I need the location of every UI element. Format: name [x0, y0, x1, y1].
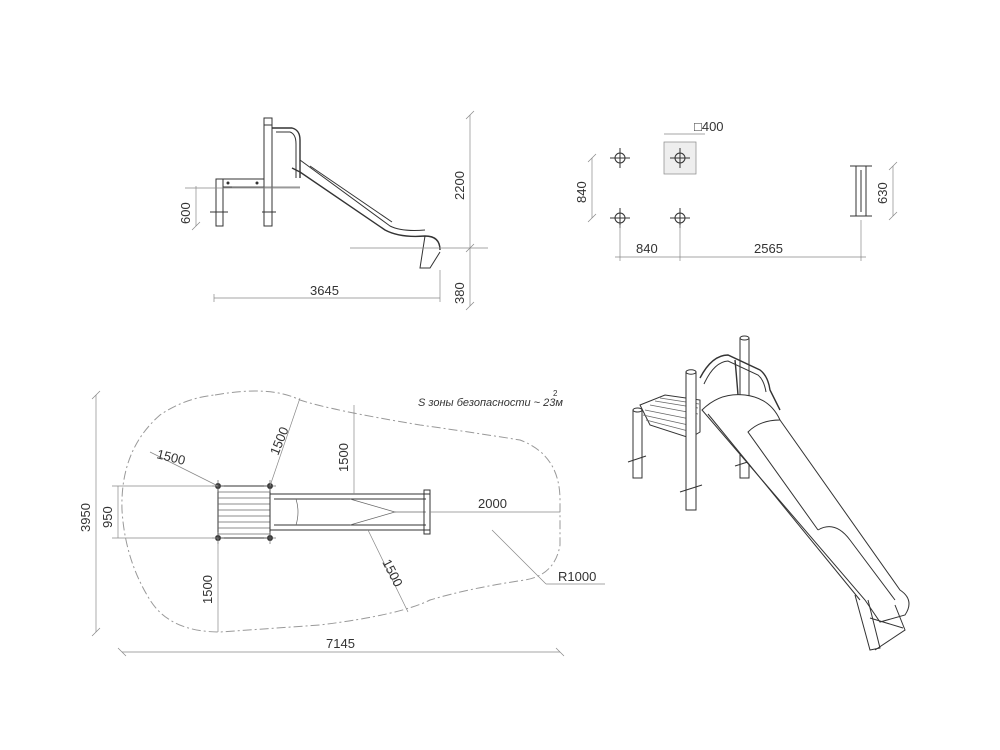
dim-label-2565: 2565	[754, 241, 783, 256]
dim-label-1500-b: 1500	[267, 425, 292, 457]
dim-label-3950: 3950	[78, 503, 93, 532]
side-view: 2200 600 3645 380	[178, 110, 488, 311]
iso-post-left	[627, 407, 647, 479]
dim-label-2000: 2000	[478, 496, 507, 511]
safety-zone-outline	[121, 390, 561, 633]
dim-line-r1000	[491, 529, 547, 585]
dim-label-380: 380	[452, 282, 467, 304]
dim-label-840-v: 840	[574, 181, 589, 203]
side-view-handrail	[272, 127, 301, 178]
iso-handrail-right	[734, 359, 739, 396]
zone-slide	[269, 489, 431, 535]
iso-slide	[701, 394, 910, 651]
dim-label-840-h: 840	[636, 241, 658, 256]
dim-line-1500-e	[367, 529, 409, 613]
side-view-short-post	[215, 178, 224, 227]
dim-label-2200: 2200	[452, 171, 467, 200]
post-marker-2	[670, 148, 690, 168]
safety-zone-plan: 1500 1500 1500 1500 1500 2000 R1000 3950…	[78, 389, 605, 657]
foundation-plan: □400 840 840 2565 630	[574, 119, 898, 261]
end-post-bracket	[850, 165, 872, 217]
dim-label-1500-a: 1500	[155, 446, 187, 468]
zone-area-superscript: 2	[553, 389, 558, 398]
dim-label-3645: 3645	[310, 283, 339, 298]
dim-line-1500-b	[269, 397, 301, 487]
iso-handrail-left	[699, 354, 781, 411]
post-marker-3	[610, 208, 630, 228]
zone-area-label: S зоны безопасности ~ 23м	[418, 397, 563, 409]
dim-label-600: 600	[178, 202, 193, 224]
side-view-tall-post	[263, 117, 273, 227]
dim-label-1500-c: 1500	[336, 443, 351, 472]
post-marker-1	[610, 148, 630, 168]
dim-label-1500-e: 1500	[379, 557, 405, 590]
post-marker-4	[670, 208, 690, 228]
dim-label-400: □400	[694, 119, 724, 134]
dim-label-1500-d: 1500	[200, 575, 215, 604]
dim-line-1500-a	[149, 451, 219, 487]
dim-label-7145: 7145	[326, 636, 355, 651]
dim-label-950: 950	[100, 506, 115, 528]
iso-post-front	[679, 369, 703, 511]
isometric-view	[627, 335, 910, 651]
dim-label-630: 630	[875, 182, 890, 204]
dim-label-r1000: R1000	[558, 569, 596, 584]
zone-platform	[212, 480, 276, 544]
